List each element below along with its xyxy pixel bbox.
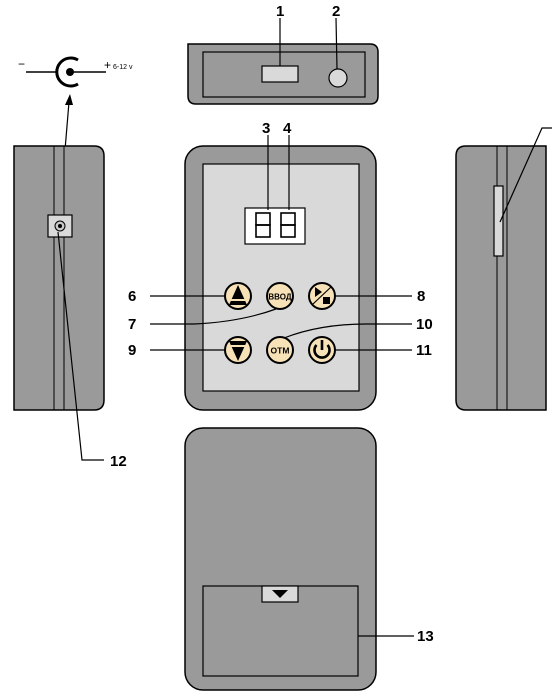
card-slot — [493, 185, 504, 257]
callout-11: 11 — [416, 342, 432, 359]
voltage-label: 6-12 v — [113, 64, 133, 71]
callout-line-12 — [57, 231, 104, 461]
jack-sleeve-icon — [55, 56, 79, 88]
play-icon — [315, 287, 322, 297]
play-stop-button[interactable] — [308, 282, 336, 310]
callout-12: 12 — [110, 453, 127, 470]
display-digits-value: 88 — [275, 239, 277, 241]
display-digit-1 — [255, 212, 271, 238]
plus-sign: + — [104, 58, 111, 72]
up-button[interactable] — [224, 282, 252, 310]
callout-7: 7 — [128, 316, 136, 333]
callout-1: 1 — [276, 3, 284, 20]
callout-3: 3 — [262, 120, 270, 137]
back-view: 13 — [184, 427, 434, 691]
top-view: 1 2 — [187, 3, 379, 105]
cancel-button-label: ОТМ — [271, 346, 290, 356]
left-side-view: 12 — [13, 145, 127, 470]
callout-8: 8 — [417, 288, 425, 305]
callout-9: 9 — [128, 342, 136, 359]
cancel-button[interactable]: ОТМ — [266, 336, 294, 364]
down-button[interactable] — [224, 336, 252, 364]
stop-icon — [323, 297, 330, 304]
power-icon — [313, 344, 331, 359]
power-button[interactable] — [308, 336, 336, 364]
sensor-hole — [328, 68, 348, 88]
callout-2: 2 — [332, 3, 340, 20]
callout-4: 4 — [283, 120, 292, 137]
callout-line-2 — [335, 17, 338, 70]
callout-13: 13 — [417, 628, 434, 645]
right-side-view — [455, 127, 552, 411]
usb-port — [261, 65, 299, 83]
down-triangle-icon — [272, 590, 288, 598]
display-digit-2 — [280, 212, 296, 238]
callout-6: 6 — [128, 288, 136, 305]
enter-button[interactable]: ВВОД — [266, 282, 294, 310]
enter-button-label: ВВОД — [268, 293, 291, 302]
callout-10: 10 — [416, 316, 433, 333]
arrow-head-icon — [65, 94, 73, 105]
front-view: 3 4 ВВОД ОТМ — [128, 120, 433, 411]
led-display — [244, 207, 306, 245]
minus-sign: − — [18, 57, 25, 71]
callout-line-card-slot — [499, 127, 552, 223]
